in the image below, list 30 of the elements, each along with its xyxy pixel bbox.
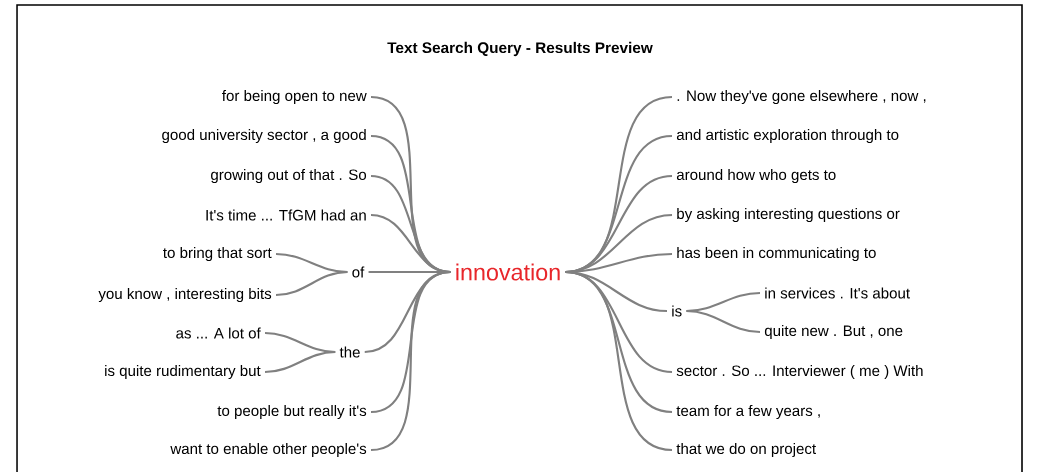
- phrase-text: you know , interesting bits: [98, 288, 272, 302]
- phrase-text: as ... A lot of: [176, 327, 261, 339]
- phrase-text: good university sector , a good: [162, 129, 366, 143]
- phrase-text: want to enable other people's: [170, 443, 367, 457]
- title: Text Search Query - Results Preview: [387, 41, 653, 57]
- keyword-text: innovation: [456, 263, 560, 281]
- phrase-text: is quite rudimentary but: [105, 365, 261, 379]
- phrase-text: for being open to new: [222, 90, 367, 104]
- connector-line: [565, 270, 673, 452]
- phrase-text: in services . It's about: [765, 287, 910, 299]
- phrase-text: . Now they've gone elsewhere , now ,: [677, 90, 926, 104]
- phrase-text: sector . So ... Interviewer ( me ) With: [676, 365, 923, 379]
- phrase-text: around how who gets to: [676, 169, 836, 183]
- connector-line: [264, 350, 336, 374]
- phrase-text: by asking interesting questions or: [677, 208, 900, 222]
- phrase-text: It's time ... TfGM had an: [206, 209, 366, 221]
- phrase-text: to people but really it's: [217, 405, 367, 419]
- phrase-text: of: [352, 266, 365, 278]
- connector-line: [370, 270, 451, 452]
- connector-line: [686, 309, 761, 334]
- phrase-text: and artistic exploration through to: [676, 129, 899, 143]
- phrase-text: team for a few years ,: [676, 405, 820, 419]
- phrase-text: the: [339, 346, 360, 358]
- phrase-text: quite new . But , one: [764, 325, 903, 339]
- connector-line: [275, 270, 348, 297]
- phrase-text: is: [672, 305, 682, 317]
- phrase-text: has been in communicating to: [677, 247, 876, 261]
- phrase-text: growing out of that . So: [211, 169, 367, 183]
- phrase-text: to bring that sort: [163, 247, 272, 261]
- phrase-text: that we do on project: [676, 443, 816, 457]
